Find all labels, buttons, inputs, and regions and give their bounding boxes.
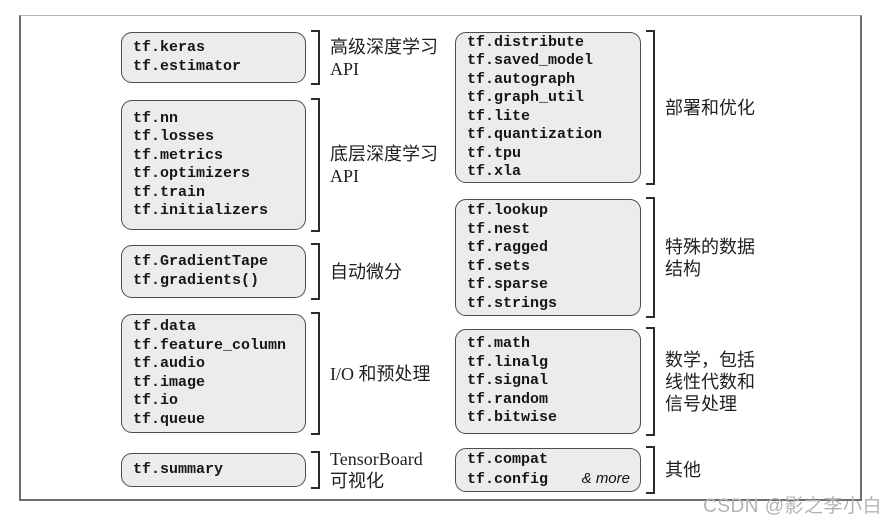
module-name: tf.queue xyxy=(133,410,206,428)
group-deployment-optimization: tf.distribute tf.saved_model tf.autograp… xyxy=(455,30,755,185)
category-label-line: 其他 xyxy=(665,460,701,480)
module-box: tf.summary xyxy=(121,453,306,487)
module-name: tf.lookup xyxy=(467,202,549,219)
right-bracket-icon xyxy=(646,30,655,185)
module-box: tf.lookup tf.nest tf.ragged tf.sets tf.s… xyxy=(455,199,641,316)
module-name: tf.GradientTape xyxy=(133,253,269,270)
category-label: 其他 xyxy=(665,459,701,481)
module-name: tf.nest xyxy=(467,220,531,238)
module-name: tf.autograph xyxy=(467,70,576,88)
category-label: 自动微分 xyxy=(330,261,402,283)
module-name: tf.gradients() xyxy=(133,271,260,289)
right-bracket-icon xyxy=(311,30,320,85)
category-label-line: 高级深度学习 xyxy=(330,36,438,57)
module-name: tf.xla xyxy=(467,163,522,180)
module-name: tf.strings xyxy=(467,294,558,312)
category-label-line: I/O 和预处理 xyxy=(330,363,431,384)
right-bracket-icon xyxy=(311,98,320,232)
category-label-line: 线性代数和 xyxy=(665,371,755,392)
module-name: tf.sets xyxy=(467,257,531,275)
module-name: tf.data xyxy=(133,318,197,335)
category-label-line: 可视化 xyxy=(330,471,384,491)
module-name: tf.losses xyxy=(133,128,215,145)
module-name: tf.distribute xyxy=(467,33,585,51)
category-label-line: TensorBoard xyxy=(330,449,423,469)
right-bracket-icon xyxy=(646,327,655,436)
module-name: tf.metrics xyxy=(133,146,224,164)
group-special-data-structures: tf.lookup tf.nest tf.ragged tf.sets tf.s… xyxy=(455,197,755,318)
module-box: tf.math tf.linalg tf.signal tf.random tf… xyxy=(455,329,641,434)
module-name: tf.config xyxy=(467,470,549,488)
module-name: tf.feature_column xyxy=(133,336,287,354)
module-name: tf.keras xyxy=(133,39,206,56)
module-name: tf.random xyxy=(467,390,549,408)
group-high-level-api: tf.keras tf.estimator 高级深度学习 API xyxy=(121,30,438,85)
right-bracket-icon xyxy=(311,312,320,435)
category-label-line: 自动微分 xyxy=(330,261,402,282)
module-box: tf.data tf.feature_column tf.audio tf.im… xyxy=(121,314,306,433)
category-label-line: 特殊的数据 xyxy=(665,236,755,257)
category-label-line: 底层深度学习 xyxy=(330,144,438,164)
category-label-line: 数学，包括 xyxy=(665,349,755,370)
module-name: tf.ragged xyxy=(467,239,549,256)
module-name: tf.optimizers xyxy=(133,165,251,182)
module-name: tf.tpu xyxy=(467,144,522,162)
right-bracket-icon xyxy=(311,243,320,300)
module-name: tf.bitwise xyxy=(467,409,558,427)
module-name: tf.io xyxy=(133,392,179,409)
module-name: tf.quantization xyxy=(467,126,603,143)
module-box: tf.compat tf.config & more xyxy=(455,448,641,492)
module-box: tf.GradientTape tf.gradients() xyxy=(121,245,306,298)
module-name: tf.signal xyxy=(467,372,549,390)
module-name: tf.math xyxy=(467,335,531,353)
module-name: tf.graph_util xyxy=(467,89,585,106)
more-label: & more xyxy=(581,469,630,487)
category-label: TensorBoard 可视化 xyxy=(330,448,423,492)
category-label: 高级深度学习 API xyxy=(330,36,438,80)
category-label-line: 结构 xyxy=(665,258,701,279)
module-name: tf.linalg xyxy=(467,353,549,371)
right-bracket-icon xyxy=(646,197,655,318)
category-label-line: API xyxy=(330,166,360,186)
right-bracket-icon xyxy=(311,451,320,489)
figure-border xyxy=(19,15,862,501)
module-name: tf.nn xyxy=(133,109,179,127)
category-label: 特殊的数据 结构 xyxy=(665,236,755,280)
category-label: 底层深度学习 API xyxy=(330,143,438,187)
category-label-line: 信号处理 xyxy=(665,393,737,414)
group-tensorboard: tf.summary TensorBoard 可视化 xyxy=(121,449,423,491)
module-name: tf.image xyxy=(133,373,206,391)
category-label-line: 部署和优化 xyxy=(665,97,755,118)
module-box: tf.nn tf.losses tf.metrics tf.optimizers… xyxy=(121,100,306,230)
module-box: tf.distribute tf.saved_model tf.autograp… xyxy=(455,32,641,183)
module-name: tf.initializers xyxy=(133,202,269,219)
category-label-line: API xyxy=(330,58,360,79)
group-math: tf.math tf.linalg tf.signal tf.random tf… xyxy=(455,327,755,436)
module-name: tf.sparse xyxy=(467,276,549,293)
module-name: tf.saved_model xyxy=(467,52,594,69)
group-autodiff: tf.GradientTape tf.gradients() 自动微分 xyxy=(121,243,402,300)
module-name: tf.audio xyxy=(133,355,206,372)
group-io-preprocessing: tf.data tf.feature_column tf.audio tf.im… xyxy=(121,312,431,435)
module-name: tf.estimator xyxy=(133,57,242,75)
category-label: I/O 和预处理 xyxy=(330,363,431,385)
group-low-level-api: tf.nn tf.losses tf.metrics tf.optimizers… xyxy=(121,98,438,232)
csdn-watermark: CSDN @影之李小白 xyxy=(703,496,882,517)
module-name: tf.summary xyxy=(133,460,224,478)
group-other: tf.compat tf.config & more 其他 xyxy=(455,446,701,494)
right-bracket-icon xyxy=(646,446,655,494)
module-name: tf.compat xyxy=(467,451,549,468)
category-label: 部署和优化 xyxy=(665,97,755,119)
module-name: tf.lite xyxy=(467,107,531,125)
module-name: tf.train xyxy=(133,183,206,201)
module-box: tf.keras tf.estimator xyxy=(121,32,306,83)
category-label: 数学，包括 线性代数和 信号处理 xyxy=(665,349,755,415)
